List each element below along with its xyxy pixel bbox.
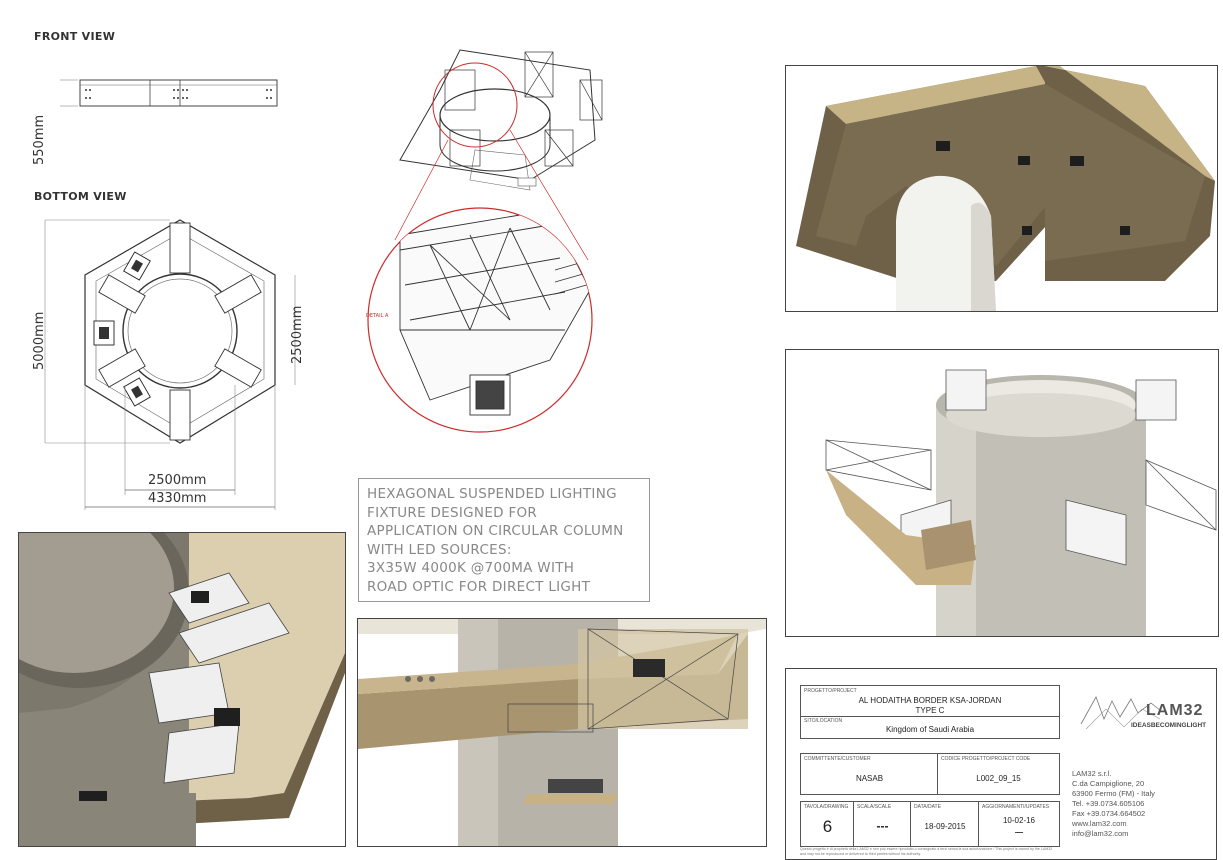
render-under-view-frame-ext — [1045, 65, 1218, 312]
front-view-label: FRONT VIEW — [34, 30, 116, 43]
scale-label: SCALA/SCALE — [857, 804, 892, 810]
logo-tagline: IDEASBECOMINGLIGHT — [1131, 722, 1207, 729]
description-line: WITH LED SOURCES: — [367, 541, 512, 558]
bottom-half-height-dimension: 2500mm — [290, 305, 305, 364]
render-top-view-frame — [785, 349, 1219, 637]
title-block: PROGETTO/PROJECT AL HODAITHA BORDER KSA-… — [785, 668, 1217, 860]
bottom-view-drawing — [44, 219, 296, 510]
project-label: PROGETTO/PROJECT — [804, 688, 857, 694]
customer-value: NASAB — [855, 774, 884, 783]
scale-value: --- — [876, 819, 889, 833]
project-code-cell: CODICE PROGETTO/PROJECT CODE L002_09_15 — [937, 753, 1060, 795]
description-line: APPLICATION ON CIRCULAR COLUMN — [367, 523, 624, 539]
company-info: LAM32 s.r.l. C.da Campiglione, 20 63900 … — [1072, 769, 1155, 839]
updates-value-2: — — [1015, 828, 1023, 837]
drawing-value: 6 — [822, 817, 833, 836]
footer-note: Questo progetto è di proprietà della LAM… — [800, 847, 1053, 856]
date-value: 18-09-2015 — [924, 822, 966, 831]
customer-cell: COMMITTENTE/CUSTOMER NASAB — [800, 753, 939, 795]
project-cell: PROGETTO/PROJECT AL HODAITHA BORDER KSA-… — [800, 685, 1060, 739]
project-code-label: CODICE PROGETTO/PROJECT CODE — [941, 756, 1031, 762]
description-line: ROAD OPTIC FOR DIRECT LIGHT — [367, 578, 591, 595]
render-under-view-frame — [785, 65, 1047, 312]
render-under-view-ext — [1045, 66, 1217, 311]
bottom-total-width-dimension: 4330mm — [148, 491, 207, 506]
render-top-closeup-frame — [18, 532, 346, 847]
scale-cell: SCALA/SCALE --- — [853, 801, 912, 847]
logo-text: LAM32 — [1146, 702, 1204, 719]
detail-a-label: DETAIL A — [366, 313, 389, 319]
render-top-view — [786, 350, 1218, 636]
render-side-closeup — [358, 619, 766, 846]
description-line: FIXTURE DESIGNED FOR — [367, 504, 538, 521]
updates-value: 10-02-16 — [1002, 816, 1036, 825]
project-type: TYPE C — [915, 706, 945, 715]
render-top-closeup — [19, 533, 345, 846]
bottom-total-height-dimension: 5000mm — [32, 311, 47, 370]
company-line: LAM32 s.r.l. — [1072, 769, 1112, 778]
company-line: Tel. +39.0734.605106 — [1072, 799, 1145, 808]
company-line: info@lam32.com — [1072, 829, 1129, 838]
bottom-inner-width-dimension: 2500mm — [148, 473, 207, 488]
project-name: AL HODAITHA BORDER KSA-JORDAN — [858, 696, 1002, 705]
company-line: Fax +39.0734.664502 — [1072, 809, 1146, 818]
description-box: HEXAGONAL SUSPENDED LIGHTING FIXTURE DES… — [358, 478, 650, 602]
date-cell: DATA/DATE 18-09-2015 — [910, 801, 980, 847]
description-line: HEXAGONAL SUSPENDED LIGHTING — [367, 486, 617, 502]
customer-label: COMMITTENTE/CUSTOMER — [804, 756, 871, 762]
isometric-detail-drawing — [367, 49, 603, 433]
lam32-logo-mark — [1080, 696, 1162, 730]
updates-cell: AGGIORNAMENTI/UPDATES 10-02-16 — — [978, 801, 1060, 847]
project-code-value: L002_09_15 — [976, 774, 1021, 783]
description-line: 3X35W 4000K @700mA WITH — [367, 560, 575, 576]
site-label: SITO/LOCATION — [804, 718, 843, 724]
render-side-closeup-frame — [357, 618, 767, 847]
company-line: 63900 Fermo (FM) - Italy — [1072, 789, 1155, 798]
company-line: www.lam32.com — [1072, 819, 1127, 828]
drawing-cell: TAVOLA/DRAWING 6 — [800, 801, 855, 847]
front-height-dimension: 550mm — [32, 114, 47, 165]
date-label: DATA/DATE — [914, 804, 941, 810]
front-view-drawing — [60, 79, 278, 107]
bottom-view-label: BOTTOM VIEW — [34, 190, 127, 203]
render-under-view — [786, 66, 1046, 311]
company-line: C.da Campiglione, 20 — [1072, 779, 1145, 788]
updates-label: AGGIORNAMENTI/UPDATES — [982, 804, 1050, 810]
site-value: Kingdom of Saudi Arabia — [885, 725, 975, 734]
drawing-label: TAVOLA/DRAWING — [804, 804, 849, 810]
